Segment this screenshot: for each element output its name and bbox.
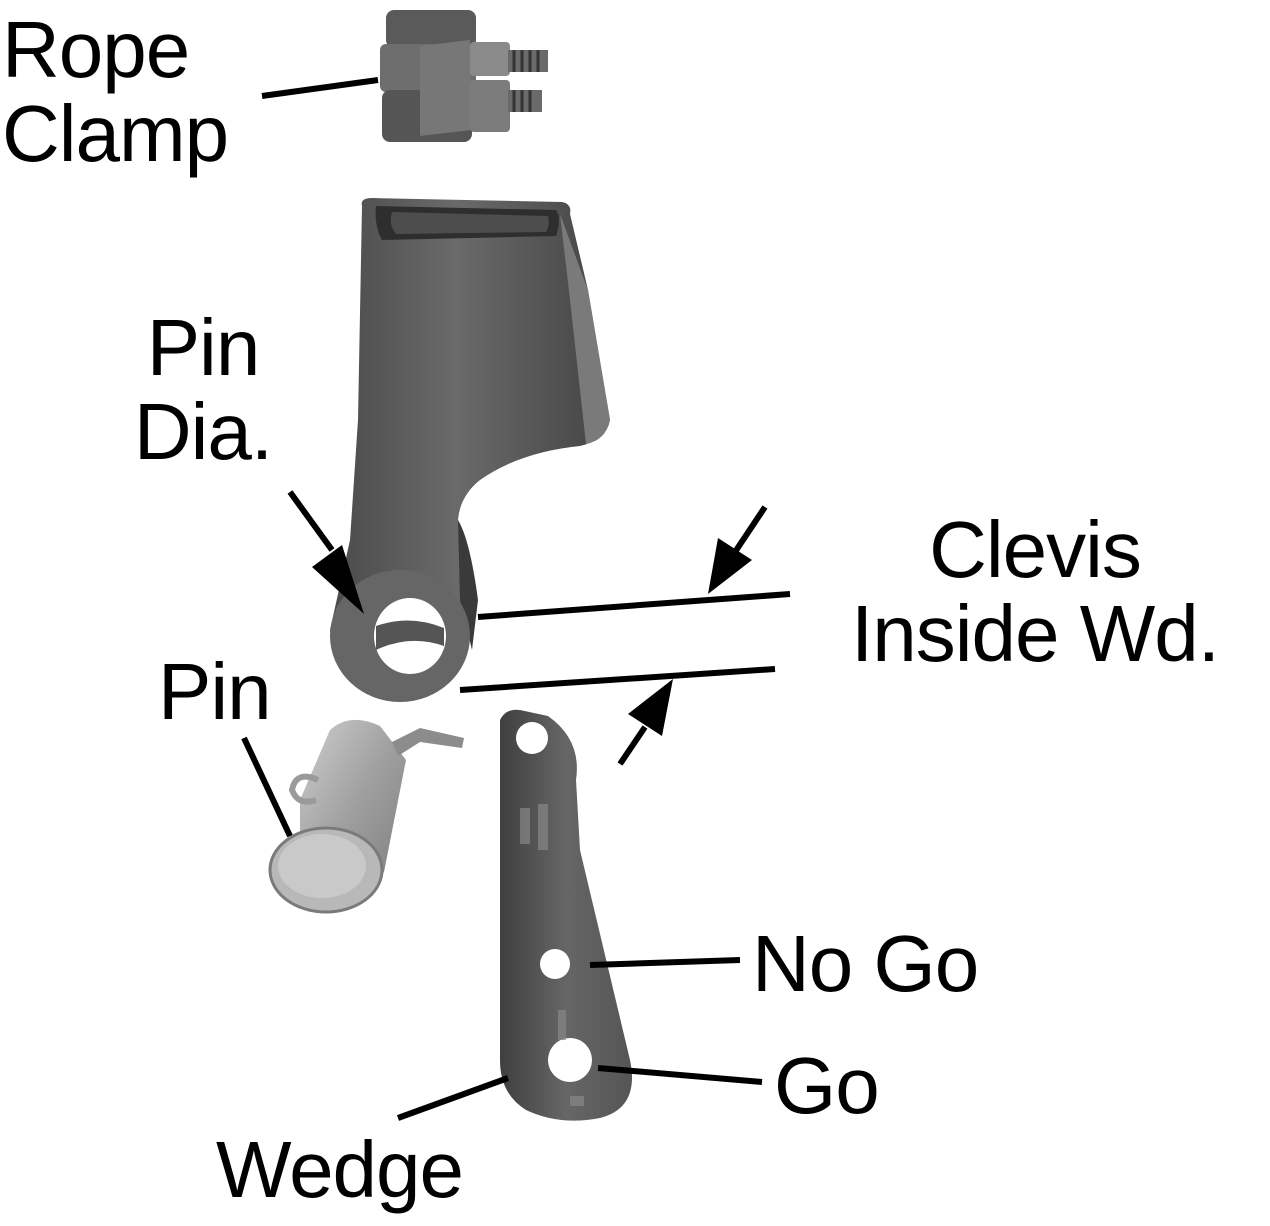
go-label: Go xyxy=(774,1041,880,1130)
pin-dia-arrowhead xyxy=(312,545,364,614)
pin-dia-arrow-shaft xyxy=(287,490,335,552)
clevis-inside-width-label: Clevis Inside Wd. xyxy=(851,505,1220,678)
clevis-arrow-lower-shaft xyxy=(617,725,648,766)
clevis-upper-line xyxy=(477,591,791,620)
wedge-part xyxy=(500,709,632,1121)
wedge-label: Wedge xyxy=(216,1125,464,1214)
wedge-leader xyxy=(396,1075,510,1121)
rope-clamp-leader xyxy=(261,77,379,99)
no-go-leader xyxy=(589,957,741,968)
clevis-lower-line xyxy=(459,666,776,693)
pin-part xyxy=(268,719,464,914)
rope-clamp-label: Rope Clamp xyxy=(2,5,229,178)
pin-leader xyxy=(241,736,293,838)
clevis-arrow-upper-shaft xyxy=(732,505,768,554)
pin-label: Pin xyxy=(158,647,272,736)
go-leader xyxy=(597,1065,763,1085)
pin-dia-label: Pin Dia. xyxy=(133,303,273,476)
no-go-label: No Go xyxy=(752,919,979,1008)
clevis-lower-arrowhead xyxy=(628,679,673,736)
socket-body-part xyxy=(330,198,610,702)
rope-clamp-part xyxy=(380,10,548,142)
clevis-upper-arrowhead xyxy=(708,538,752,594)
